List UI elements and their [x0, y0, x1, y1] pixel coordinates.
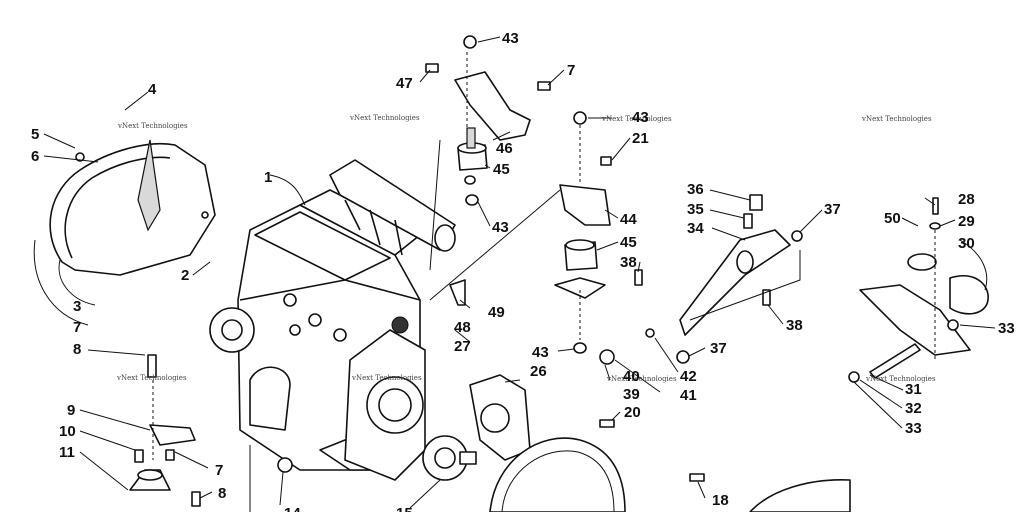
callout-30: 30: [958, 235, 975, 252]
flywheel-assembly: [277, 279, 851, 512]
callout-7-c: 7: [215, 462, 223, 479]
watermark-5: vNext Technologies: [116, 374, 187, 382]
callout-37-a: 37: [824, 201, 841, 218]
callout-26: 26: [530, 363, 547, 380]
callout-14: 14: [284, 505, 301, 512]
callout-15: 15: [396, 505, 413, 512]
callout-6: 6: [31, 148, 39, 165]
idler-assembly: [848, 197, 989, 383]
callout-38-a: 38: [620, 254, 637, 271]
callout-42: 42: [680, 368, 697, 385]
callout-5: 5: [31, 126, 39, 143]
callout-49: 49: [488, 304, 505, 321]
callout-20: 20: [624, 404, 641, 421]
callout-47: 47: [396, 75, 413, 92]
callout-1: 1: [264, 169, 272, 186]
callout-labels: 1 2 3 4 5 6 7 7 7 8 8 9 10 11 14 15 18 2…: [31, 30, 1015, 512]
callout-43-b: 43: [632, 109, 649, 126]
callout-9: 9: [67, 402, 75, 419]
leader-lines: [33, 36, 996, 512]
callout-43-a: 43: [502, 30, 519, 47]
belt-cover: [49, 139, 216, 276]
callout-43-d: 43: [532, 344, 549, 361]
watermark-2: vNext Technologies: [349, 114, 420, 122]
callout-28: 28: [958, 191, 975, 208]
callout-21: 21: [632, 130, 649, 147]
callout-3: 3: [73, 298, 81, 315]
callout-33-b: 33: [905, 420, 922, 437]
callout-38-b: 38: [786, 317, 803, 334]
right-bracket: [599, 194, 803, 365]
watermark-4: vNext Technologies: [861, 115, 932, 123]
callout-50: 50: [884, 210, 901, 227]
callout-44: 44: [620, 211, 637, 228]
callout-27: 27: [454, 338, 471, 355]
callout-34: 34: [687, 220, 704, 237]
callout-33-a: 33: [998, 320, 1015, 337]
watermarks: vNext Technologies vNext Technologies vN…: [116, 114, 936, 383]
callout-39: 39: [623, 386, 640, 403]
callout-41: 41: [680, 387, 697, 404]
mid-mount-bracket: [554, 111, 612, 354]
callout-7-a: 7: [73, 319, 81, 336]
callout-35: 35: [687, 201, 704, 218]
watermark-3: vNext Technologies: [601, 115, 672, 123]
callout-31: 31: [905, 381, 922, 398]
callout-10: 10: [59, 423, 76, 440]
watermark-6: vNext Technologies: [351, 374, 422, 382]
lower-left-mount: [129, 354, 201, 507]
callout-45-b: 45: [620, 234, 637, 251]
callout-37-b: 37: [710, 340, 727, 357]
callout-11: 11: [59, 444, 75, 461]
callout-8-a: 8: [73, 341, 81, 358]
callout-40: 40: [623, 368, 640, 385]
watermark-8: vNext Technologies: [865, 375, 936, 383]
callout-29: 29: [958, 213, 975, 230]
watermark-7: vNext Technologies: [606, 375, 677, 383]
callout-36: 36: [687, 181, 704, 198]
engine-block: [209, 159, 456, 481]
callout-2: 2: [181, 267, 189, 284]
callout-7-b: 7: [567, 62, 575, 79]
callout-8-b: 8: [218, 485, 226, 502]
callout-18: 18: [712, 492, 729, 509]
watermark-1: vNext Technologies: [117, 122, 188, 130]
callout-32: 32: [905, 400, 922, 417]
callout-45-a: 45: [493, 161, 510, 178]
callout-48: 48: [454, 319, 471, 336]
top-mount-bracket: [425, 35, 551, 206]
callout-46: 46: [496, 140, 513, 157]
callout-4: 4: [148, 81, 157, 98]
callout-43-c: 43: [492, 219, 509, 236]
